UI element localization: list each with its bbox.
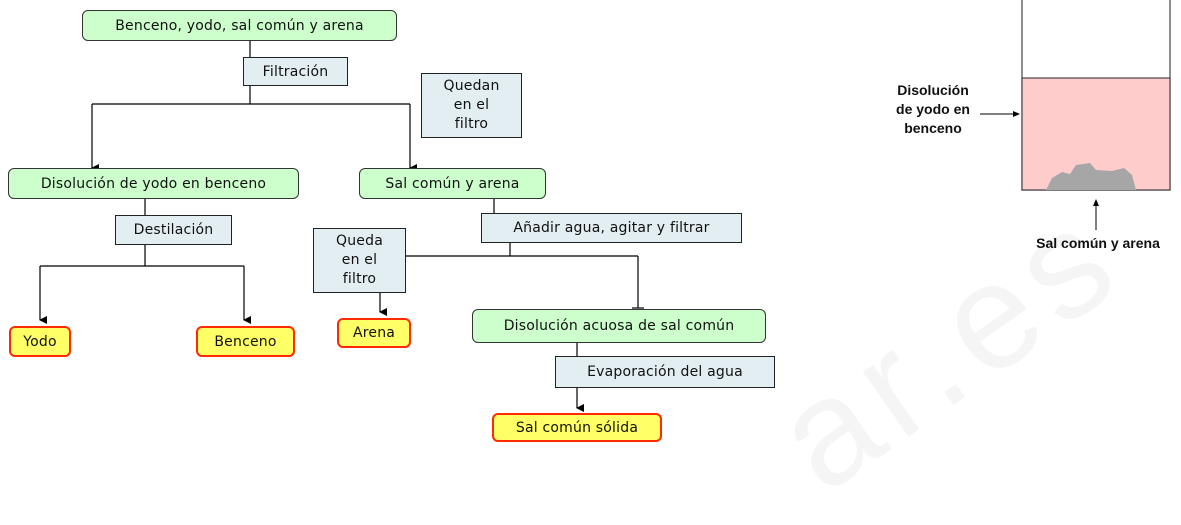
- connector-lines: [39, 0, 1171, 412]
- step-anadir-agua: Añadir agua, agitar y filtrar: [481, 213, 742, 243]
- node-sal-arena: Sal común y arena: [359, 168, 546, 199]
- label-disolucion-yodo-benceno: Disolución de yodo en benceno: [896, 82, 970, 136]
- node-disolucion-sal: Disolución acuosa de sal común: [472, 309, 766, 343]
- beaker-illustration: [980, 0, 1171, 230]
- sediment-shape: [1046, 163, 1136, 190]
- pointer-sal-head: [1093, 199, 1099, 206]
- node-disolucion-yodo: Disolución de yodo en benceno: [8, 168, 299, 199]
- step-filtracion: Filtración: [243, 57, 348, 86]
- node-yodo: Yodo: [9, 326, 71, 357]
- step-destilacion: Destilación: [115, 215, 232, 245]
- label-sal-comun-arena: Sal común y arena: [1036, 235, 1160, 251]
- start-box: Benceno, yodo, sal común y arena: [82, 10, 397, 41]
- node-arena: Arena: [337, 318, 411, 348]
- node-sal-solida: Sal común sólida: [492, 413, 662, 442]
- note-queda-en-el-filtro: Queda en el filtro: [313, 228, 406, 293]
- note-quedan-en-el-filtro: Quedan en el filtro: [421, 73, 522, 138]
- pointer-disolucion-head: [1013, 111, 1020, 117]
- node-benceno: Benceno: [196, 326, 295, 357]
- step-evaporacion: Evaporación del agua: [555, 356, 775, 388]
